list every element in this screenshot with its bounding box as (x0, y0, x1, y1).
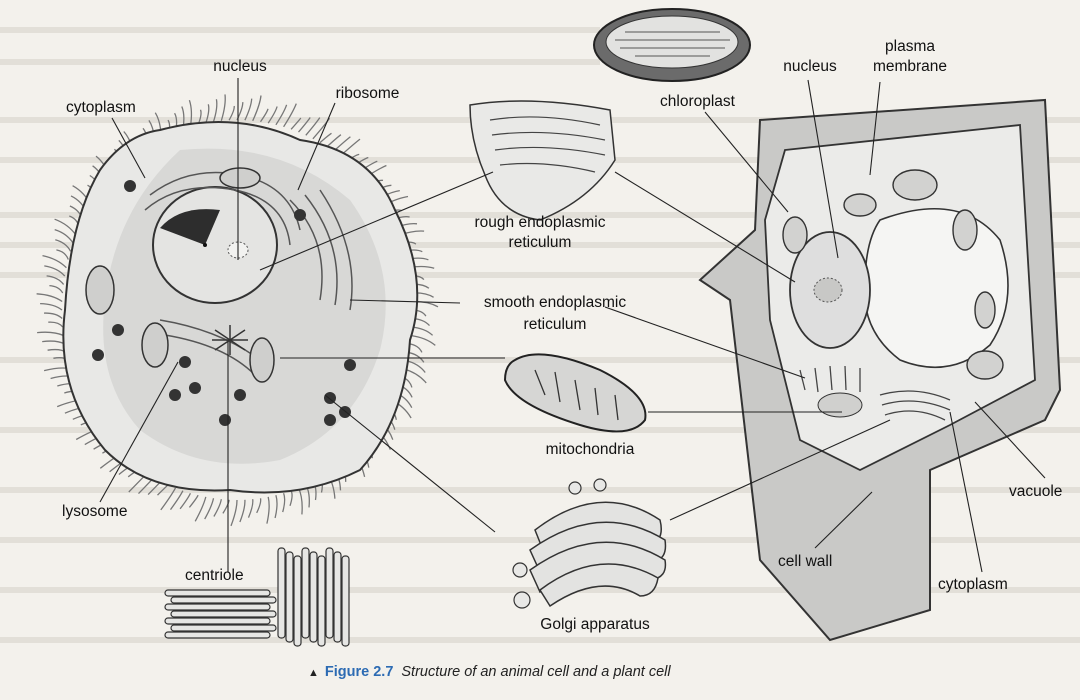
plant-mitochondrion (818, 393, 862, 417)
label-ribosome: ribosome (325, 85, 410, 103)
label-smooth-er-line1: smooth endoplasmic (450, 294, 660, 312)
animal-nucleus (153, 187, 277, 303)
lysosome-dot (219, 414, 231, 426)
lysosome-dot (324, 414, 336, 426)
label-nucleus-animal: nucleus (205, 58, 275, 76)
lysosome-dot (169, 389, 181, 401)
label-vacuole: vacuole (1009, 483, 1062, 501)
label-plasma-line2: membrane (855, 58, 965, 76)
lysosome-dot (124, 180, 136, 192)
lysosome-dot (92, 349, 104, 361)
lysosome-dot (344, 359, 356, 371)
plant-cell (700, 100, 1060, 640)
label-cell-wall: cell wall (778, 553, 832, 571)
label-nucleus-plant: nucleus (775, 58, 845, 76)
label-lysosome: lysosome (62, 503, 127, 521)
lysosome-dot (234, 389, 246, 401)
lysosome-dot (112, 324, 124, 336)
label-cytoplasm-animal: cytoplasm (66, 99, 136, 117)
label-centriole: centriole (185, 567, 244, 585)
caption-triangle-icon: ▲ (308, 667, 319, 679)
label-plasma-line1: plasma (855, 38, 965, 56)
mitochondrion-closeup (505, 354, 645, 431)
chloroplast-closeup (594, 9, 750, 81)
label-rough-er-line1: rough endoplasmic (440, 214, 640, 232)
figure-number: Figure 2.7 (325, 664, 394, 680)
label-smooth-er-line2: reticulum (450, 316, 660, 334)
rough-er-closeup (470, 101, 615, 220)
plant-vacuole (864, 209, 1008, 368)
lysosome-dot (189, 382, 201, 394)
label-chloroplast: chloroplast (640, 93, 755, 111)
label-cytoplasm-plant: cytoplasm (938, 576, 1008, 594)
lysosome-dot (294, 209, 306, 221)
label-rough-er-line2: reticulum (440, 234, 640, 252)
centriole-cylinders (165, 548, 349, 646)
label-mitochondria: mitochondria (520, 441, 660, 459)
lysosome-dot (179, 356, 191, 368)
figure-caption-text: Structure of an animal cell and a plant … (401, 664, 670, 680)
figure-caption: ▲ Figure 2.7 Structure of an animal cell a… (308, 664, 671, 680)
label-golgi-apparatus: Golgi apparatus (520, 616, 670, 634)
